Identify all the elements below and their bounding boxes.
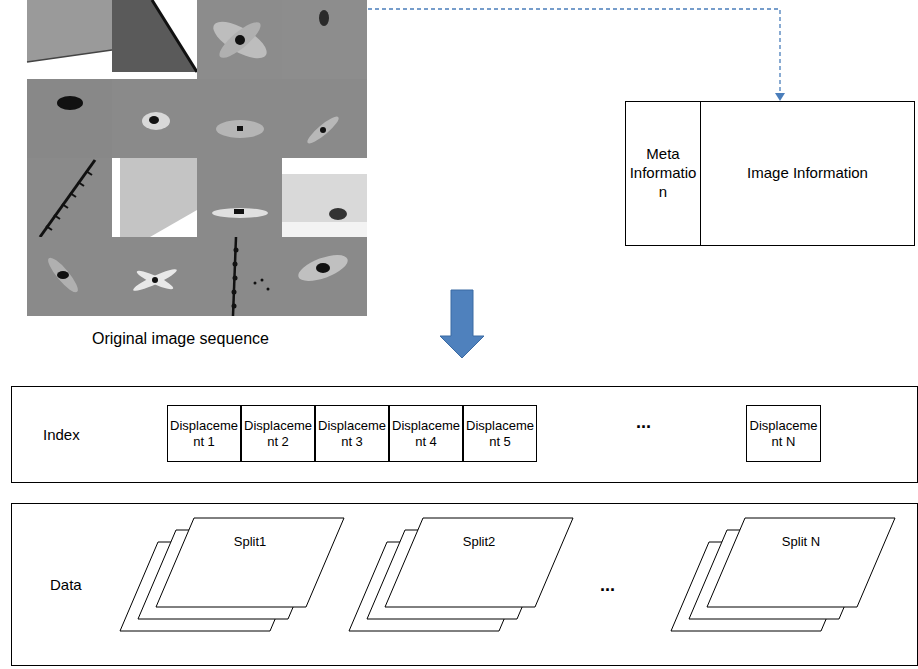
data-band: Data Split1 Split2 Split N: [11, 503, 918, 666]
displacement-box: Displacement 1: [167, 405, 241, 462]
node-label: Meta Information: [629, 145, 697, 201]
node-label: Split1: [194, 534, 306, 549]
arrow-head: [775, 93, 785, 101]
index-band: IndexDisplacement 1Displacement 2Displac…: [11, 386, 918, 483]
split-stack-outline: [707, 518, 895, 607]
node-label: Displacement N: [749, 418, 818, 449]
node-label: Split2: [423, 534, 535, 549]
flow-arrow: [440, 290, 484, 358]
split-sheet: [707, 518, 895, 607]
node-label: Image Information: [747, 164, 868, 183]
displacement-box: Displacement 5: [463, 405, 537, 462]
split-stack-outline: [385, 518, 573, 607]
split-stack-outline: [156, 518, 344, 607]
band-label: Data: [50, 576, 82, 593]
band-label: Index: [43, 426, 80, 443]
node-label: Displacement 1: [170, 418, 238, 449]
displacement-box: Displacement N: [746, 405, 821, 462]
split-sheet: [156, 518, 344, 607]
ellipsis: ...: [600, 575, 615, 596]
node-label: Displacement 4: [392, 418, 460, 449]
displacement-box: Displacement 2: [241, 405, 315, 462]
ellipsis: ...: [636, 412, 651, 433]
split-stack: Split1: [156, 518, 344, 607]
node-label: Split N: [745, 534, 857, 549]
split-stack: Split N: [707, 518, 895, 607]
split-sheet: [385, 518, 573, 607]
split-stack: Split2: [385, 518, 573, 607]
dashed-leader: [368, 9, 780, 94]
displacement-box: Displacement 3: [315, 405, 389, 462]
node-label: Displacement 5: [466, 418, 534, 449]
meta-cell: Meta Information: [625, 101, 701, 246]
node-label: Displacement 3: [318, 418, 386, 449]
node-label: Displacement 2: [244, 418, 312, 449]
image-cell: Image Information: [700, 101, 915, 246]
displacement-box: Displacement 4: [389, 405, 463, 462]
figure-caption: Original image sequence: [92, 330, 269, 348]
